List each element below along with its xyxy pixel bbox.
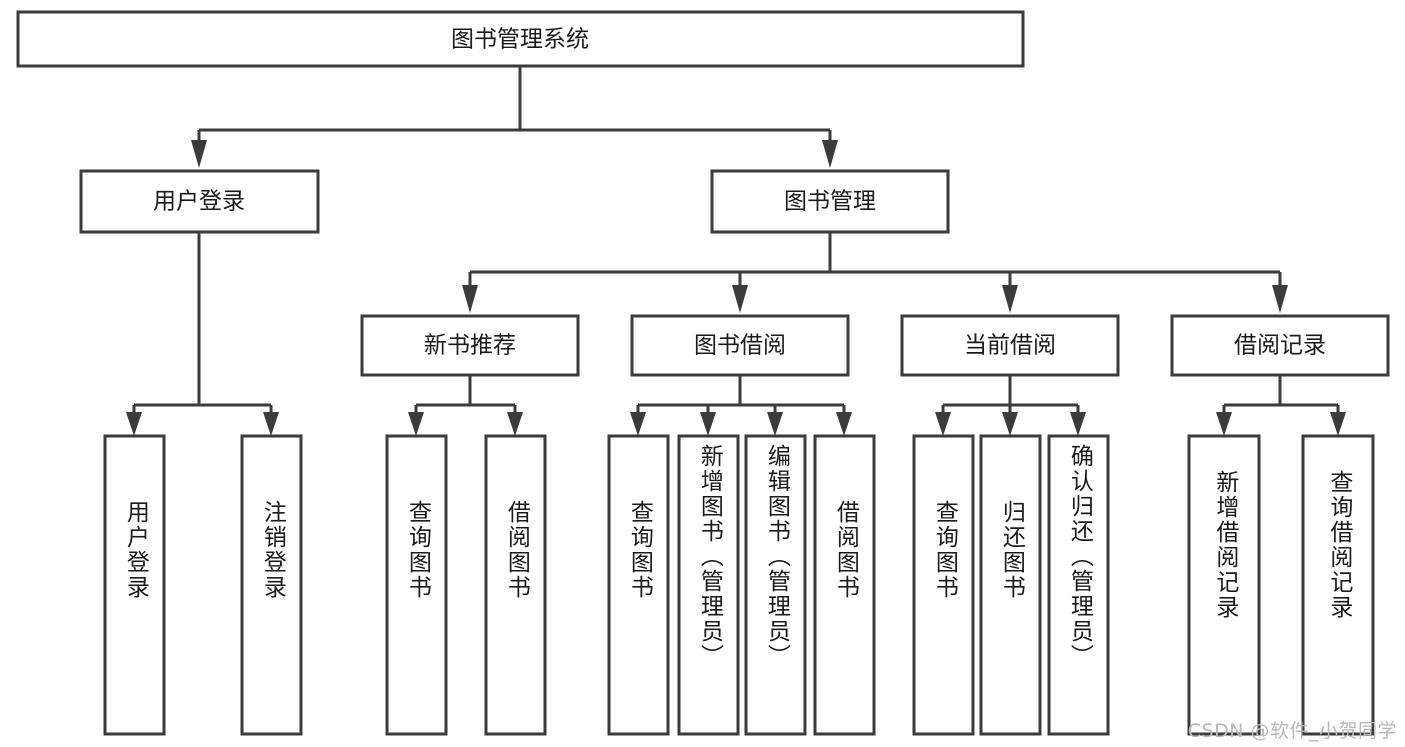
- arrow-head-bb-edit: [767, 412, 783, 436]
- node-current-borrow[interactable]: 当前借阅: [900, 314, 1120, 377]
- leaf-box-user-login-logout[interactable]: [240, 434, 303, 736]
- node-user-login[interactable]: 用户登录: [79, 169, 320, 234]
- leaf-box-book-borrow-edit[interactable]: [744, 434, 807, 736]
- csdn-watermark: CSDN @软件_小贺同学: [1187, 720, 1397, 742]
- arrow-head-user-login: [191, 140, 207, 168]
- leaf-box-book-borrow-borrow[interactable]: [813, 434, 876, 736]
- node-book-management[interactable]: 图书管理: [710, 169, 950, 234]
- leaf-box-book-borrow-add[interactable]: [677, 434, 740, 736]
- leaf-box-borrow-record-add[interactable]: [1187, 434, 1261, 736]
- node-user-login-label: 用户登录: [153, 189, 245, 215]
- arrow-head-leaf-logout: [263, 412, 279, 436]
- node-book-borrow-box[interactable]: [630, 314, 850, 377]
- leaf-box-current-borrow-confirm[interactable]: [1047, 434, 1110, 736]
- arrow-head-cb-return: [1002, 412, 1018, 436]
- arrow-head-nb-borrow: [507, 412, 523, 436]
- node-user-login-box[interactable]: [79, 169, 320, 234]
- arrow-head-new-book: [462, 285, 478, 313]
- arrow-head-nb-query: [408, 412, 424, 436]
- arrow-head-borrow-record: [1272, 285, 1288, 313]
- arrow-head-book-mgmt: [822, 140, 838, 168]
- node-root-system-label: 图书管理系统: [451, 27, 589, 53]
- node-book-borrow[interactable]: 图书借阅: [630, 314, 850, 377]
- node-borrow-record[interactable]: 借阅记录: [1170, 314, 1390, 377]
- leaf-box-current-borrow-query[interactable]: [912, 434, 975, 736]
- node-book-management-box[interactable]: [710, 169, 950, 234]
- leaf-box-book-borrow-query[interactable]: [607, 434, 670, 736]
- arrow-head-leaf-user-login: [126, 412, 142, 436]
- arrow-head-current-borrow: [1002, 285, 1018, 313]
- node-current-borrow-box[interactable]: [900, 314, 1120, 377]
- node-root-system[interactable]: 图书管理系统: [16, 10, 1025, 68]
- arrow-head-cb-query: [935, 412, 951, 436]
- arrow-head-br-add: [1216, 412, 1232, 436]
- leaf-box-borrow-record-query[interactable]: [1301, 434, 1375, 736]
- arrow-head-book-borrow: [732, 285, 748, 313]
- node-new-book-recommend-box[interactable]: [360, 314, 580, 377]
- arrow-head-bb-query: [630, 412, 646, 436]
- node-borrow-record-label: 借阅记录: [1234, 333, 1326, 359]
- node-borrow-record-box[interactable]: [1170, 314, 1390, 377]
- node-book-management-label: 图书管理: [784, 189, 876, 215]
- arrow-head-bb-borrow: [836, 412, 852, 436]
- leaf-box-new-book-borrow[interactable]: [484, 434, 547, 736]
- arrow-head-bb-add: [700, 412, 716, 436]
- leaf-box-new-book-query[interactable]: [385, 434, 448, 736]
- leaf-box-user-login-login[interactable]: [103, 434, 166, 736]
- node-current-borrow-label: 当前借阅: [964, 333, 1056, 359]
- node-new-book-recommend-label: 新书推荐: [424, 333, 516, 359]
- arrow-head-cb-confirm: [1070, 412, 1086, 436]
- leaf-box-current-borrow-return[interactable]: [979, 434, 1042, 736]
- connector-layer: [126, 66, 1346, 436]
- arrow-head-br-query: [1330, 412, 1346, 436]
- node-book-borrow-label: 图书借阅: [694, 333, 786, 359]
- node-root-system-box[interactable]: [16, 10, 1025, 68]
- node-new-book-recommend[interactable]: 新书推荐: [360, 314, 580, 377]
